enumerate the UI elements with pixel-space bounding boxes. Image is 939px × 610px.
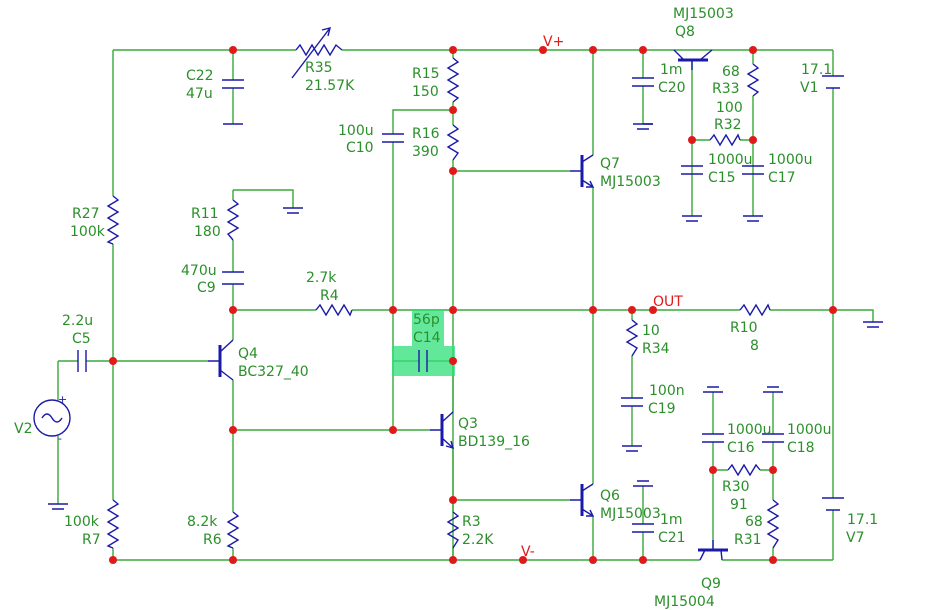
c16-value: 1000u: [727, 422, 772, 438]
q9-name: Q9: [701, 576, 721, 592]
v7-name: V7: [846, 530, 864, 546]
capacitor-symbols: [77, 75, 844, 533]
net-label-vplus: V+: [543, 34, 564, 50]
c10-name: C10: [346, 140, 374, 156]
net-label-out: OUT: [653, 294, 683, 310]
c17-name: C17: [768, 170, 796, 186]
transistor-symbols: [208, 49, 728, 561]
r4-value: 2.7k: [306, 270, 337, 286]
r27-value: 100k: [70, 224, 106, 240]
c14-highlight: [392, 310, 455, 376]
v2-name: V2: [14, 421, 32, 437]
r10-value: 8: [750, 338, 759, 354]
q4-name: Q4: [238, 346, 258, 362]
r34-value: 10: [642, 323, 660, 339]
r35-name: R35: [305, 60, 333, 76]
r7-value: 100k: [64, 514, 100, 530]
r32-value: 100: [716, 100, 743, 116]
q9-value: MJ15004: [654, 594, 715, 610]
net-label-vminus: V-: [521, 544, 535, 560]
q3-value: BD139_16: [458, 434, 530, 450]
q6-name: Q6: [600, 488, 620, 504]
r6-name: R6: [203, 532, 222, 548]
r35-value: 21.57K: [305, 78, 355, 94]
junction-nodes: [109, 46, 837, 564]
r4-name: R4: [320, 288, 339, 304]
c14-name: C14: [413, 330, 441, 346]
q8-name: Q8: [675, 24, 695, 40]
q6-value: MJ15003: [600, 506, 661, 522]
r3-name: R3: [462, 514, 481, 530]
r16-name: R16: [412, 126, 440, 142]
c18-value: 1000u: [787, 422, 832, 438]
r15-name: R15: [412, 66, 440, 82]
c14-value: 56p: [413, 312, 440, 328]
c5-name: C5: [72, 331, 91, 347]
r31-value: 68: [745, 514, 763, 530]
r33-value: 68: [722, 64, 740, 80]
r16-value: 390: [412, 144, 439, 160]
v1-value: 17.1: [801, 62, 832, 78]
q4-value: BC327_40: [238, 364, 309, 380]
v2-source-symbol: [33, 399, 71, 437]
c9-name: C9: [197, 280, 216, 296]
c9-value: 470u: [181, 263, 217, 279]
q7-value: MJ15003: [600, 174, 661, 190]
c15-value: 1000u: [708, 152, 753, 168]
r3-value: 2.2K: [462, 532, 494, 548]
v2-plus-sign: +: [58, 393, 67, 406]
resistor-symbols: [106, 27, 780, 549]
c16-name: C16: [727, 440, 755, 456]
wires: [57, 49, 874, 561]
r7-name: R7: [82, 532, 101, 548]
c15-name: C15: [708, 170, 736, 186]
r6-value: 8.2k: [187, 514, 218, 530]
r27-name: R27: [72, 206, 100, 222]
c20-value: 1m: [660, 62, 683, 78]
c17-value: 1000u: [768, 152, 813, 168]
r34-name: R34: [642, 341, 670, 357]
q3-name: Q3: [458, 416, 478, 432]
r30-value: 91: [730, 497, 748, 513]
v1-name: V1: [800, 80, 818, 96]
c10-value: 100u: [338, 123, 374, 139]
c22-value: 47u: [186, 86, 213, 102]
ground-symbols: [48, 123, 883, 510]
c20-name: C20: [658, 80, 686, 96]
q7-name: Q7: [600, 156, 620, 172]
r11-value: 180: [194, 224, 221, 240]
r30-name: R30: [722, 479, 750, 495]
r15-value: 150: [412, 84, 439, 100]
c18-name: C18: [787, 440, 815, 456]
v7-value: 17.1: [847, 512, 878, 528]
c19-name: C19: [648, 401, 676, 417]
r31-name: R31: [734, 532, 762, 548]
c21-name: C21: [658, 530, 686, 546]
c21-value: 1m: [660, 512, 683, 528]
q8-value: MJ15003: [673, 6, 734, 22]
r33-name: R33: [712, 81, 740, 97]
r32-name: R32: [714, 117, 742, 133]
c5-value: 2.2u: [62, 313, 93, 329]
c19-value: 100n: [649, 383, 685, 399]
r10-name: R10: [730, 320, 758, 336]
c22-name: C22: [186, 68, 214, 84]
v2-minus-sign: -: [58, 432, 62, 445]
r11-name: R11: [191, 206, 219, 222]
